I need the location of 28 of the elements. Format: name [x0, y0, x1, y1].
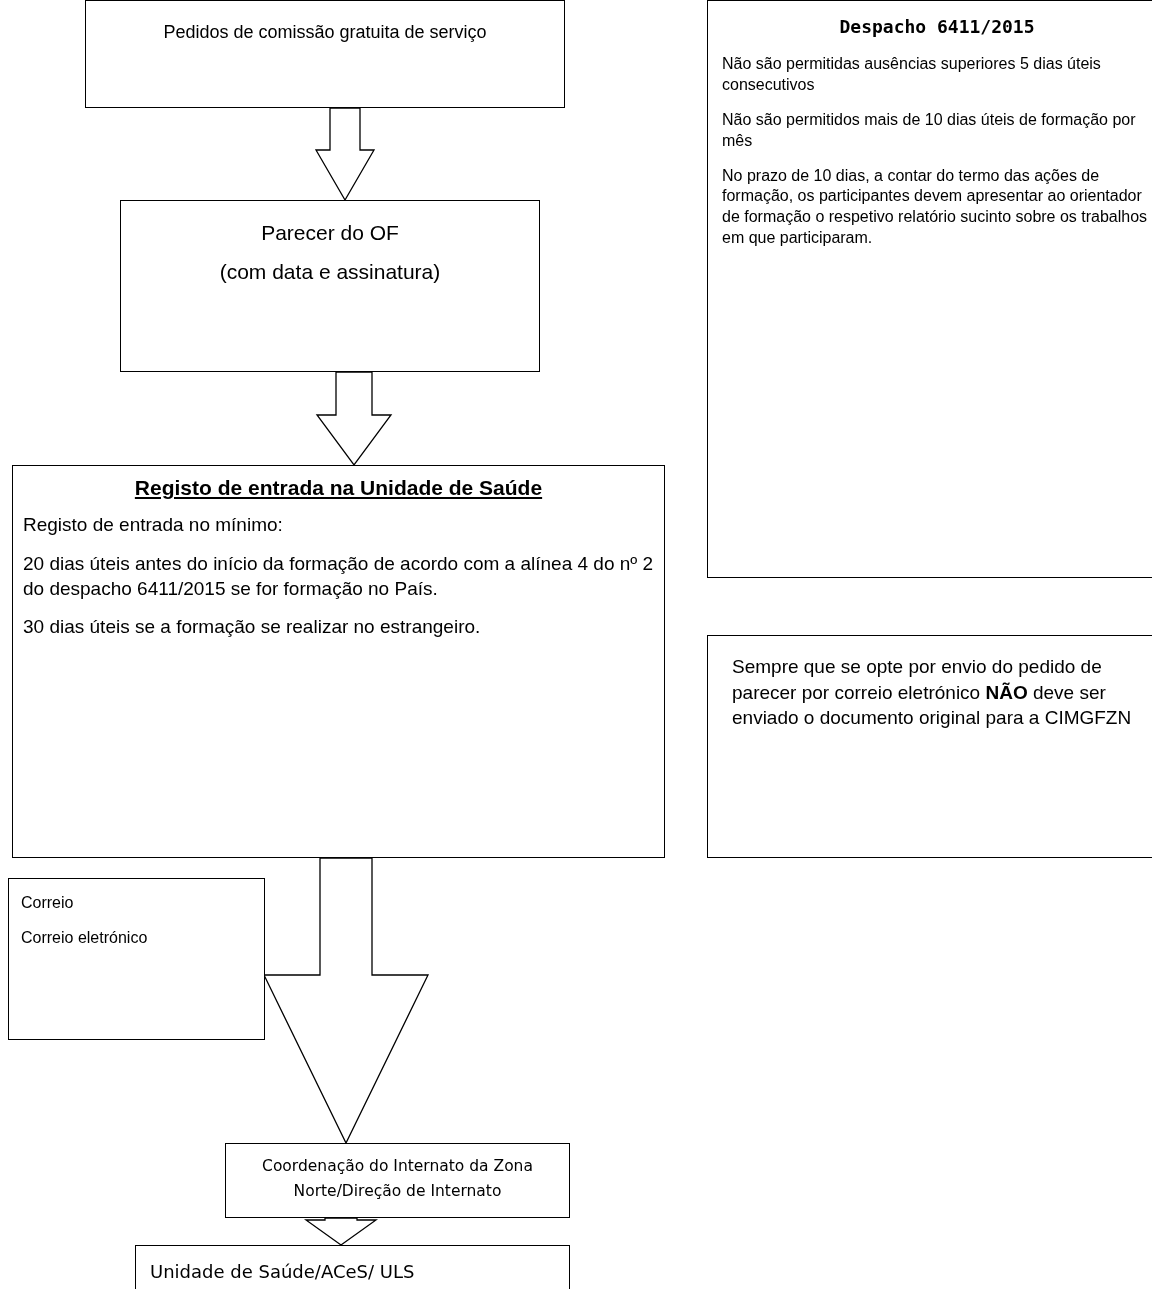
process-box [120, 200, 540, 372]
box-heading: Despacho 6411/2015 [838, 15, 1036, 39]
box-text: Correio [21, 893, 75, 913]
box-text: Pedidos de comissão gratuita de serviço [163, 21, 487, 44]
box-text: Não são permitidas ausências superiores 5 dias úteis consecutivos [722, 54, 1102, 96]
box-text: 20 dias úteis antes do início da formação de acordo com a alínea 4 do nº 2 do despacho 6411/2015 se for formação no País. [23, 552, 654, 601]
box-text: (com data e assinatura) [219, 259, 441, 286]
box-text: 30 dias úteis se a formação se realizar no estrangeiro. [23, 615, 482, 640]
box-heading: Registo de entrada na Unidade de Saúde [133, 475, 544, 501]
process-box [12, 465, 665, 858]
process-box [135, 1245, 570, 1289]
block-arrow [303, 1217, 379, 1246]
box-text: No prazo de 10 dias, a contar do termo das ações de formação, os participantes devem apresentar ao orientador de formação o respetivo relatório sucinto sobre os trabalhos em que participaram. [722, 165, 1149, 248]
box-text: Registo de entrada no mínimo: [23, 513, 284, 538]
box-text: Correio eletrónico [21, 927, 149, 948]
note-box [707, 635, 1152, 858]
note-box [8, 878, 265, 1040]
box-text: Unidade de Saúde/ACeS/ ULS [150, 1260, 416, 1284]
block-arrow [262, 857, 430, 1145]
block-arrow [315, 371, 393, 467]
note-box [707, 0, 1152, 578]
block-arrow [314, 107, 376, 202]
box-text: Não são permitidos mais de 10 dias úteis de formação por mês [722, 110, 1137, 151]
box-text: Coordenação do Internato da Zona Norte/Direção de Internato [261, 1156, 534, 1202]
box-text: Sempre que se opte por envio do pedido de parecer por correio eletrónico NÃO deve ser enviado o documento original para a CIMGFZN [732, 655, 1133, 731]
process-box [225, 1143, 570, 1218]
box-text: Parecer do OF [261, 220, 399, 246]
process-box [85, 0, 565, 108]
